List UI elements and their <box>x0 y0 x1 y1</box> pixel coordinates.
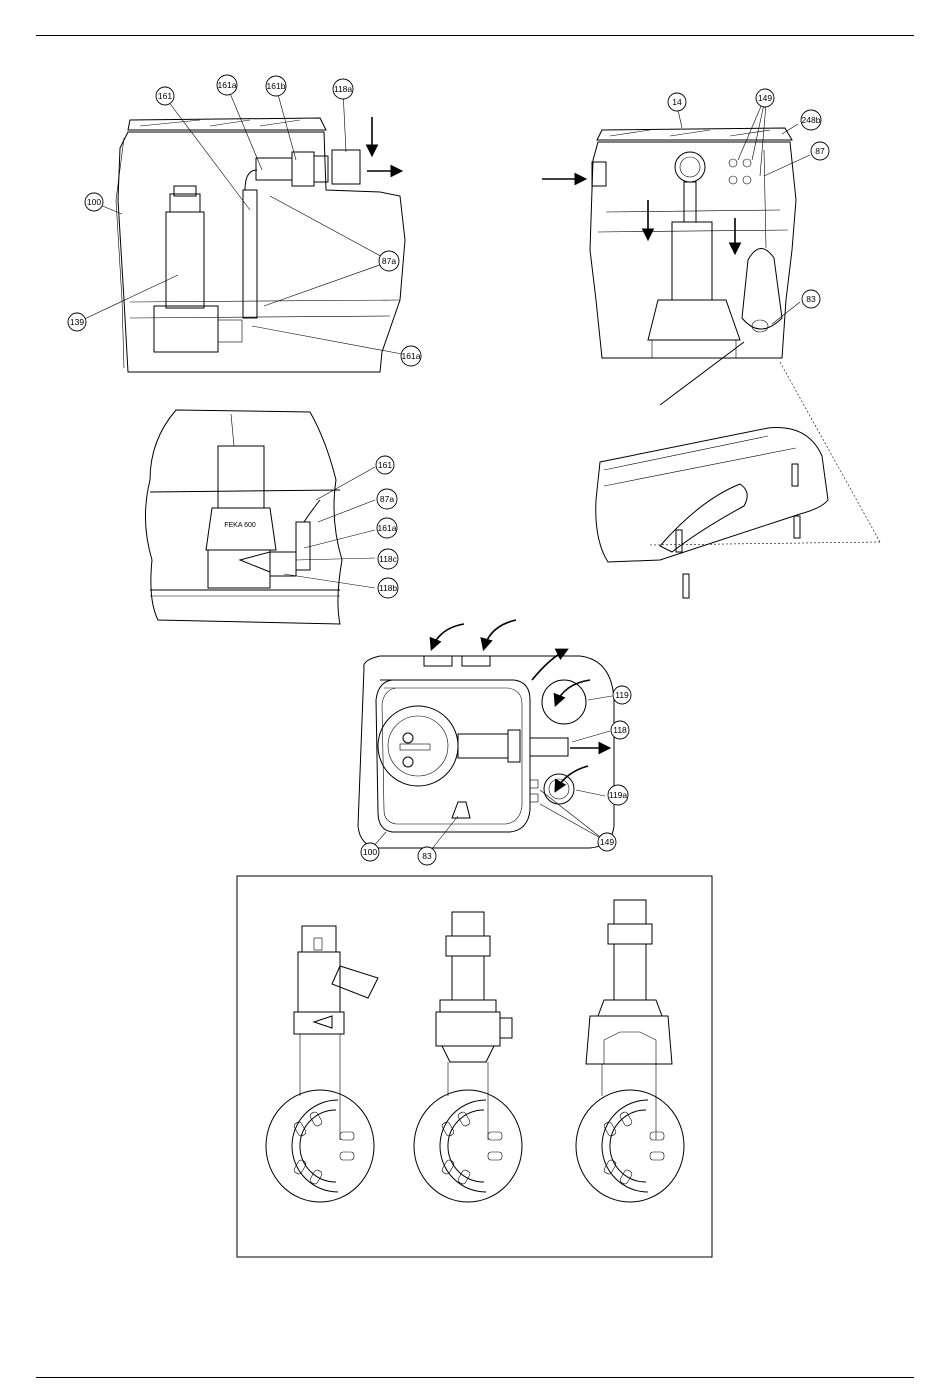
callout-248b: 248b <box>801 110 821 130</box>
callout-87a-detail: 87a <box>377 489 397 509</box>
svg-text:14: 14 <box>672 97 682 107</box>
svg-text:161a: 161a <box>218 80 237 90</box>
sequence-step-3 <box>576 900 684 1202</box>
svg-text:100: 100 <box>87 197 101 207</box>
pump-detail-figure: FEKA 600 <box>145 410 375 624</box>
callout-100-top: 100 <box>361 843 379 861</box>
svg-text:161a: 161a <box>402 351 421 361</box>
svg-text:118: 118 <box>613 725 627 735</box>
svg-text:119: 119 <box>615 690 629 700</box>
callout-83-top: 83 <box>418 847 436 865</box>
callout-161: 161 <box>156 87 174 105</box>
svg-text:161a: 161a <box>378 523 397 533</box>
svg-text:100: 100 <box>363 847 377 857</box>
pump-model-label: FEKA 600 <box>224 522 256 529</box>
callout-139: 139 <box>68 313 86 331</box>
callout-161-detail: 161 <box>376 456 394 474</box>
sequence-frame <box>237 876 712 1257</box>
callout-87: 87 <box>811 142 829 160</box>
callout-149-top: 149 <box>598 833 616 851</box>
callout-119a: 119a <box>608 785 628 805</box>
svg-text:149: 149 <box>758 93 772 103</box>
callout-118c: 118c <box>378 549 398 569</box>
svg-text:118b: 118b <box>379 583 398 593</box>
callout-119: 119 <box>613 686 631 704</box>
sequence-step-1 <box>266 926 378 1202</box>
svg-text:119a: 119a <box>609 790 628 800</box>
float-lid-figure <box>596 428 880 598</box>
svg-text:161: 161 <box>378 460 392 470</box>
callout-118a: 118a <box>333 79 353 99</box>
callout-118: 118 <box>611 721 629 739</box>
sequence-step-2 <box>414 912 522 1202</box>
svg-text:248b: 248b <box>802 115 821 125</box>
svg-text:161b: 161b <box>267 81 286 91</box>
installation-sequence-figure <box>237 876 712 1257</box>
callout-149-front: 149 <box>756 89 774 107</box>
top-view-figure <box>358 620 614 854</box>
svg-text:118c: 118c <box>379 554 398 564</box>
svg-text:87a: 87a <box>382 256 396 266</box>
svg-text:149: 149 <box>600 837 614 847</box>
callout-118b: 118b <box>378 578 398 598</box>
callout-161a-detail: 161a <box>377 518 397 538</box>
svg-text:139: 139 <box>70 317 84 327</box>
svg-text:83: 83 <box>422 851 432 861</box>
callout-161b: 161b <box>266 76 286 96</box>
tank-front-figure <box>542 104 880 542</box>
svg-text:161: 161 <box>158 91 172 101</box>
svg-text:87: 87 <box>815 146 825 156</box>
svg-text:83: 83 <box>806 294 816 304</box>
callout-100-side: 100 <box>85 193 103 211</box>
tank-side-figure <box>78 86 405 372</box>
callout-14: 14 <box>668 93 686 111</box>
callout-161a-bottom: 161a <box>401 346 421 366</box>
svg-text:87a: 87a <box>380 494 394 504</box>
callout-161a-top: 161a <box>217 75 237 95</box>
svg-text:118a: 118a <box>334 84 353 94</box>
callout-87a-side: 87a <box>379 251 399 271</box>
callout-83-front: 83 <box>802 290 820 308</box>
